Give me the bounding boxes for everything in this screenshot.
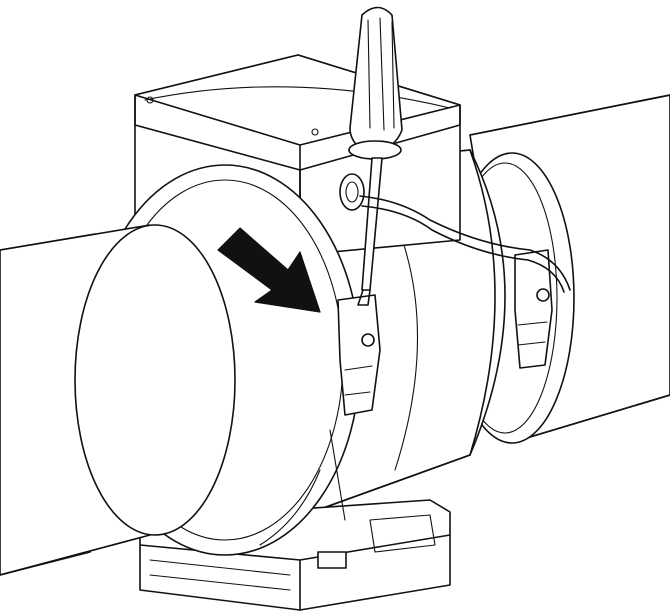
left-duct (0, 224, 236, 576)
foot-slot (317, 551, 347, 569)
front-clip (337, 294, 381, 416)
lid-screw (146, 96, 154, 104)
screwdriver-icon (348, 6, 403, 306)
rear-clip (514, 249, 553, 369)
direction-arrow (217, 227, 321, 313)
cable-gland (339, 173, 365, 211)
lid-screw (311, 128, 319, 136)
power-cable (359, 195, 571, 293)
